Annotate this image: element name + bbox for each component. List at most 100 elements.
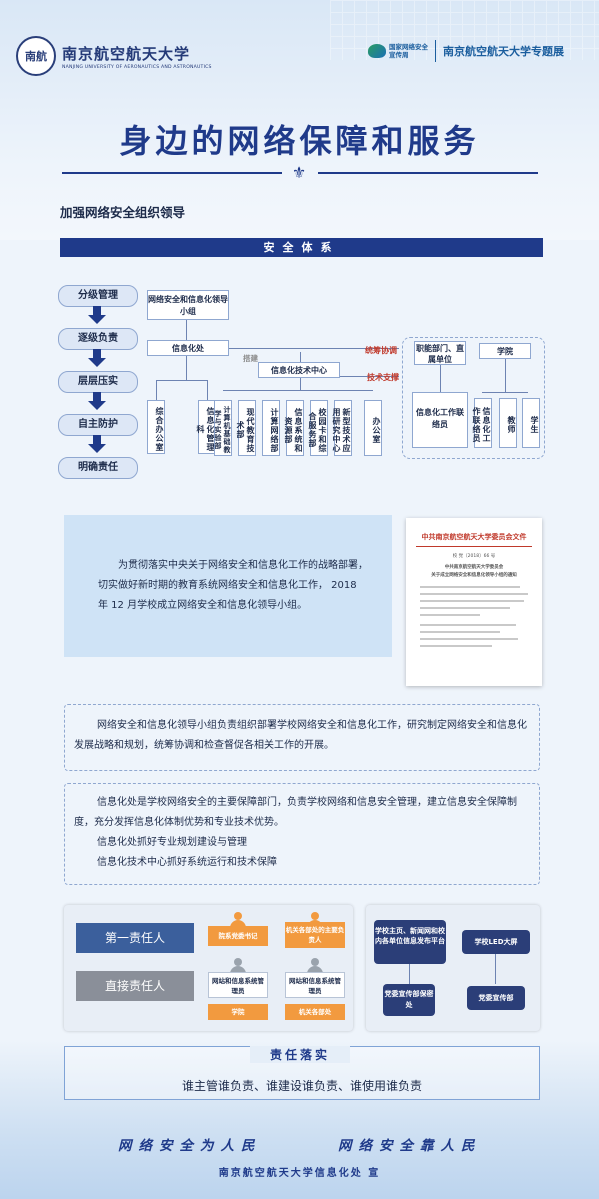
pill-clear-responsibility: 明确责任 — [58, 457, 138, 479]
section-heading: 加强网络安全组织领导 — [60, 205, 186, 220]
flow-arrow — [93, 392, 101, 402]
college-box: 学院 — [479, 343, 531, 359]
build-label: 搭建 — [243, 354, 258, 363]
leading-group-duty-text: 网络安全和信息化领导小组负责组织部署学校网络安全和信息化工作，研究制定网络安全和… — [74, 720, 527, 751]
document-text-line — [420, 600, 524, 602]
org-line — [229, 348, 399, 349]
units-dashed-group — [402, 337, 545, 459]
center-sub-computing: 计算机基础教学与实验部 — [214, 400, 232, 456]
flow-arrow — [93, 435, 101, 445]
org-line — [482, 392, 528, 393]
led-screen-box: 学校LED大屏 — [462, 930, 530, 954]
document-header: 中共南京航空航天大学委员会文件 — [421, 532, 527, 541]
university-name-cn: 南京航空航天大学 — [62, 44, 191, 63]
org-line — [156, 380, 157, 400]
intro-panel — [64, 515, 392, 657]
pill-tiered-management: 分级管理 — [58, 285, 138, 307]
dept-leader-box: 机关各部处的主要负责人 — [285, 922, 345, 948]
info-platform-box: 学校主页、新闻网和校内各单位信息发布平台 — [374, 920, 446, 964]
responsibility-implementation-title: 责任落实 — [250, 1046, 350, 1063]
office-sub-admin: 综合办公室 — [147, 400, 165, 454]
college-leader-box: 院系党委书记 — [208, 926, 268, 946]
document-text-line — [420, 631, 500, 633]
document-number: 校 党〔2018〕66 号 — [452, 554, 496, 559]
tech-support-label: 技术支撑 — [367, 373, 399, 382]
intro-paragraph: 为贯彻落实中央关于网络安全和信息化工作的战略部署，切实做好新时期的教育系统网络安… — [98, 560, 368, 611]
cyber-week-label-2: 宣传周 — [389, 51, 409, 59]
document-text-line — [420, 645, 492, 647]
flow-arrow — [88, 444, 106, 453]
org-line — [186, 320, 187, 340]
person-icon — [229, 912, 247, 928]
org-line — [300, 378, 301, 390]
cyber-week-label-1: 国家网络安全 — [389, 43, 428, 51]
slogan-right: 网络安全靠人民 — [338, 1138, 482, 1154]
page-title: 身边的网络保障和服务 — [119, 122, 480, 160]
org-line — [156, 380, 208, 381]
leading-group-duty-box — [64, 704, 540, 771]
exhibit-logo: 国家网络安全 宣传周 南京航空航天大学专题展 — [368, 40, 564, 62]
document-subject-1: 中共南京航空航天大学委员会 — [444, 565, 504, 570]
direct-responsible-label: 直接责任人 — [76, 971, 194, 1001]
first-responsible-label: 第一责任人 — [76, 923, 194, 953]
college-label-box: 学院 — [208, 1004, 268, 1020]
platform-owner-box: 党委宣传部保密处 — [383, 984, 435, 1016]
flow-arrow — [88, 315, 106, 324]
special-exhibit-title: 南京航空航天大学专题展 — [443, 45, 564, 58]
document-text-line — [420, 586, 520, 588]
college-admin-box: 网站和信息系统管理员 — [208, 972, 268, 998]
org-line — [495, 954, 496, 984]
fleur-icon: ⚜ — [291, 163, 307, 182]
university-seal-icon: 南航 — [16, 36, 56, 76]
document-subject-2: 关于成立网络安全和信息化领导小组的通知 — [431, 573, 517, 578]
person-icon — [306, 958, 324, 974]
center-sub-campus-card: 校园卡和综合服务部 — [308, 400, 328, 456]
teacher-box: 教师 — [499, 398, 517, 448]
university-logo: 南航 南京航空航天大学 NANJING UNIVERSITY OF AERONA… — [16, 36, 212, 76]
document-rule — [416, 546, 532, 547]
functional-dept-box: 职能部门、直属单位 — [414, 341, 466, 365]
org-line — [207, 380, 208, 400]
footer-credit: 南京航空航天大学信息化处 宣 — [218, 1168, 381, 1179]
tech-center-box: 信息化技术中心 — [258, 362, 340, 378]
responsibility-implementation-text: 谁主管谁负责、谁建设谁负责、谁使用谁负责 — [181, 1079, 422, 1093]
title-divider-left — [62, 172, 282, 174]
dept-admin-box: 网站和信息系统管理员 — [285, 972, 345, 998]
security-system-band: 安全体系 — [60, 238, 543, 257]
pill-level-responsibility: 逐级负责 — [58, 328, 138, 350]
official-document-thumbnail: 中共南京航空航天大学委员会文件 校 党〔2018〕66 号 中共南京航空航天大学… — [406, 518, 542, 686]
center-sub-network: 计算网络部 — [262, 400, 280, 456]
pill-enforce-layers: 层层压实 — [58, 371, 138, 393]
center-sub-systems: 信息系统和资源部 — [284, 400, 304, 456]
led-owner-box: 党委宣传部 — [467, 986, 525, 1010]
document-text-line — [420, 624, 516, 626]
document-text-line — [420, 593, 528, 595]
flow-arrow — [93, 306, 101, 316]
org-line — [409, 964, 410, 984]
pill-self-protection: 自主防护 — [58, 414, 138, 436]
leading-group-box: 网络安全和信息化领导小组 — [147, 290, 229, 320]
college-liaison-box: 信息化工作联络员 — [472, 398, 492, 448]
person-icon — [229, 958, 247, 974]
org-line — [186, 356, 187, 380]
info-office-duty-line2: 信息化处抓好专业规划建设与管理 — [97, 837, 247, 848]
document-text-line — [420, 614, 480, 616]
coordination-label: 统筹协调 — [365, 346, 397, 355]
dept-liaison-box: 信息化工作联络员 — [412, 392, 468, 448]
flow-arrow — [93, 349, 101, 359]
center-sub-new-tech: 新型技术应用研究中心 — [332, 400, 352, 456]
info-office-duty-box — [64, 783, 540, 885]
logo-divider — [435, 40, 436, 62]
center-sub-edu-tech: 现代教育技术部 — [236, 400, 256, 456]
org-line — [505, 359, 506, 392]
footer-background — [0, 1040, 599, 1199]
org-line — [440, 365, 441, 392]
info-office-box: 信息化处 — [147, 340, 229, 356]
flow-arrow — [88, 358, 106, 367]
org-line — [300, 352, 301, 362]
document-text-line — [420, 638, 518, 640]
org-line — [340, 376, 399, 377]
slogan-left: 网络安全为人民 — [118, 1138, 262, 1154]
org-line — [223, 390, 373, 391]
student-box: 学生 — [522, 398, 540, 448]
